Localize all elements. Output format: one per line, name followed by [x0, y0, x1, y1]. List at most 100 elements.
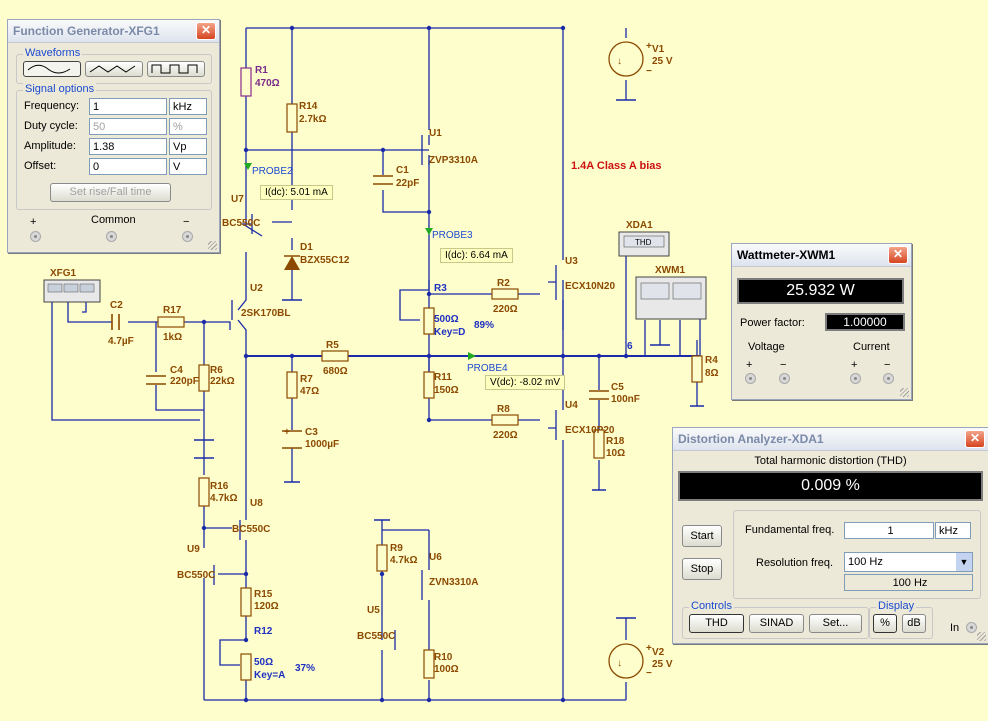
chevron-down-icon[interactable]: ▼ — [956, 553, 972, 571]
c2-ref: C2 — [110, 300, 123, 311]
svg-text:−: − — [646, 66, 652, 77]
wattmeter-window[interactable]: Wattmeter-XWM1 ✕ 25.932 W Power factor: … — [731, 243, 912, 400]
resistor-bodies — [157, 67, 703, 681]
distortion-analyzer-titlebar[interactable]: Distortion Analyzer-XDA1 ✕ — [673, 428, 988, 451]
xda1-instrument[interactable] — [618, 231, 670, 257]
set-button[interactable]: Set... — [809, 614, 862, 633]
v2-ref: V2 — [652, 647, 665, 658]
signal-field-unit[interactable]: % — [169, 118, 207, 135]
signal-field-label: Amplitude: — [24, 140, 76, 152]
c4-ref: C4 — [170, 365, 183, 376]
r3-key: Key=D — [434, 327, 465, 338]
r16-value: 4.7kΩ — [210, 493, 237, 504]
current-plus-terminal[interactable] — [850, 373, 861, 384]
fundamental-freq-label: Fundamental freq. — [745, 524, 835, 536]
probe4-name: PROBE4 — [467, 363, 508, 374]
in-terminal[interactable] — [966, 622, 977, 633]
c5-value: 100nF — [611, 394, 640, 405]
xfg1-instrument[interactable] — [43, 279, 101, 303]
svg-text:↓: ↓ — [617, 56, 622, 67]
svg-text:+: + — [284, 427, 290, 438]
resize-grip[interactable] — [208, 241, 217, 250]
sine-wave-button[interactable] — [23, 61, 81, 77]
close-button[interactable]: ✕ — [888, 246, 908, 264]
r12-key: Key=A — [254, 670, 285, 681]
voltage-label: Voltage — [748, 341, 785, 353]
u2-value: 2SK170BL — [241, 308, 290, 319]
v1-ref: V1 — [652, 44, 665, 55]
wattmeter-titlebar[interactable]: Wattmeter-XWM1 ✕ — [732, 244, 911, 267]
fundamental-freq-input[interactable]: 1 — [844, 522, 934, 539]
r2-value: 220Ω — [493, 304, 518, 315]
signal-field-input[interactable]: 50 — [89, 118, 167, 135]
probe2-name: PROBE2 — [252, 166, 293, 177]
r1-value: 470Ω — [255, 78, 280, 89]
r12-percent: 37% — [295, 663, 315, 674]
r11-value: 150Ω — [434, 385, 459, 396]
junction-dots — [201, 25, 629, 703]
signal-field-input[interactable]: 1.38 — [89, 138, 167, 155]
ground-symbols — [194, 99, 704, 619]
common-terminal[interactable] — [106, 231, 117, 242]
signal-field-unit[interactable]: V — [169, 158, 207, 175]
db-button[interactable]: dB — [902, 614, 926, 633]
function-generator-window[interactable]: Function Generator-XFG1 ✕ Waveforms Sign… — [7, 19, 220, 253]
thd-button[interactable]: THD — [689, 614, 744, 633]
resize-grip[interactable] — [900, 388, 909, 397]
r17-ref: R17 — [163, 305, 182, 316]
signal-field-unit[interactable]: Vp — [169, 138, 207, 155]
r6-ref: R6 — [210, 365, 223, 376]
signal-field-unit[interactable]: kHz — [169, 98, 207, 115]
start-button[interactable]: Start — [682, 525, 722, 547]
u6-value: ZVN3310A — [429, 577, 478, 588]
svg-text:−: − — [646, 668, 652, 679]
xwm1-label: XWM1 — [655, 265, 685, 276]
c2-value: 4.7µF — [108, 336, 134, 347]
c3-ref: C3 — [305, 427, 318, 438]
resolution-freq-select[interactable]: 100 Hz ▼ — [844, 552, 973, 572]
close-button[interactable]: ✕ — [196, 22, 216, 40]
triangle-wave-button[interactable] — [85, 61, 143, 77]
c1-ref: C1 — [396, 165, 409, 176]
signal-field-input[interactable]: 1 — [89, 98, 167, 115]
voltage-plus-terminal[interactable] — [745, 373, 756, 384]
c1-value: 22pF — [396, 178, 419, 189]
percent-button[interactable]: % — [873, 614, 897, 633]
function-generator-titlebar[interactable]: Function Generator-XFG1 ✕ — [8, 20, 219, 43]
sinad-button[interactable]: SINAD — [749, 614, 804, 633]
resize-grip[interactable] — [977, 632, 986, 641]
display-title: Display — [876, 600, 917, 612]
r10-ref: R10 — [434, 652, 453, 663]
u2-ref: U2 — [250, 283, 263, 294]
distortion-analyzer-window[interactable]: Distortion Analyzer-XDA1 ✕ Total harmoni… — [672, 427, 988, 644]
r15-ref: R15 — [254, 589, 273, 600]
set-rise-fall-button[interactable]: Set rise/Fall time — [50, 183, 171, 202]
signal-field-input[interactable]: 0 — [89, 158, 167, 175]
resolution-freq-label: Resolution freq. — [756, 557, 834, 569]
frequency-group — [733, 510, 981, 599]
thd-display: 0.009 % — [678, 471, 983, 501]
minus-terminal-label: − — [183, 216, 190, 228]
square-wave-button[interactable] — [147, 61, 205, 77]
current-minus-terminal[interactable] — [883, 373, 894, 384]
u7-value: BC550C — [222, 218, 260, 229]
fundamental-freq-unit[interactable]: kHz — [935, 522, 971, 539]
waveforms-group: Waveforms — [16, 47, 212, 84]
u8-ref: U8 — [250, 498, 263, 509]
c3-value: 1000µF — [305, 439, 339, 450]
stop-button[interactable]: Stop — [682, 558, 722, 580]
xwm1-instrument[interactable] — [635, 276, 707, 320]
close-button[interactable]: ✕ — [965, 430, 985, 448]
bias-note: 1.4A Class A bias — [571, 160, 662, 172]
c5-ref: C5 — [611, 382, 624, 393]
current-plus-label: + — [851, 359, 858, 371]
signal-options-group: Signal options — [16, 83, 212, 210]
wires — [51, 27, 701, 701]
u3-ref: U3 — [565, 256, 578, 267]
plus-terminal[interactable] — [30, 231, 41, 242]
minus-terminal[interactable] — [182, 231, 193, 242]
voltage-minus-terminal[interactable] — [779, 373, 790, 384]
waveforms-title: Waveforms — [23, 47, 83, 59]
r9-value: 4.7kΩ — [390, 555, 417, 566]
